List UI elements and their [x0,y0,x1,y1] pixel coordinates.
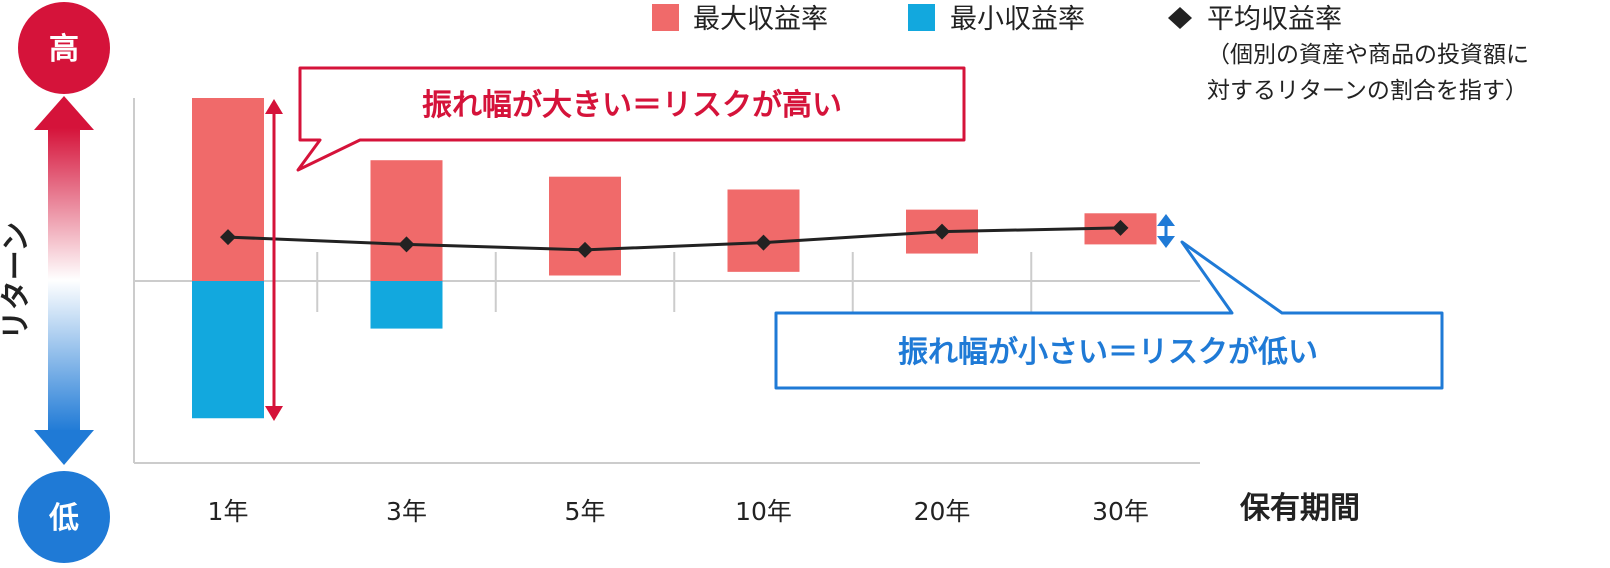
legend-swatch-min [908,4,935,31]
average-line-group [220,219,1129,258]
legend-note-line-2: 対するリターンの割合を指す） [1207,78,1528,104]
average-return-point [577,241,593,258]
average-return-point [755,234,772,251]
x-tick-label: 1年 [208,497,249,526]
return-indicator: 高 低 リターン [0,2,110,563]
legend-label-max: 最大収益率 [693,4,828,35]
max-return-bar [192,98,264,281]
high-range-top-head [265,99,283,114]
up-arrow-head [34,96,94,130]
high-risk-text: 振れ幅が大きい＝リスクが高い [422,88,842,123]
average-return-point [398,236,415,253]
high-range-bottom-head [265,406,283,421]
low-range-bottom-head [1157,236,1175,248]
low-range-arrow [1157,214,1175,248]
y-axis-title: リターン [0,222,34,341]
low-risk-text: 振れ幅が小さい＝リスクが低い [898,335,1318,370]
low-circle [18,471,110,563]
average-return-point [220,229,236,246]
legend-note-line-1: （個別の資産や商品の投資額に [1207,42,1529,68]
low-risk-callout: 振れ幅が小さい＝リスクが低い [774,240,1444,390]
low-risk-callout-box [774,240,1444,390]
legend-label-min: 最小収益率 [950,4,1085,35]
low-range-top-head [1157,214,1175,226]
legend-label-avg: 平均収益率 [1207,4,1342,35]
high-circle [18,2,110,94]
average-return-point [1112,219,1129,236]
x-tick-label: 5年 [565,497,606,526]
bars [192,98,1157,419]
legend: 最大収益率 最小収益率 平均収益率 （個別の資産や商品の投資額に 対するリターン… [652,4,1529,104]
axes [133,98,1200,464]
average-return-line [227,226,1121,252]
x-tick-label: 10年 [735,497,792,526]
x-tick-label: 30年 [1092,497,1149,526]
high-risk-callout: 振れ幅が大きい＝リスクが高い [296,66,966,172]
min-return-bar [370,281,443,329]
x-axis-title: 保有期間 [1240,491,1360,526]
high-range-arrow [265,99,283,421]
x-tick-label: 20年 [914,497,971,526]
x-tick-label: 3年 [386,497,427,526]
return-gradient-bar [48,128,80,432]
high-label: 高 [49,32,79,67]
max-return-bar [549,176,621,276]
low-label: 低 [48,501,79,536]
legend-swatch-max [652,4,679,31]
max-return-bar [370,160,443,281]
high-risk-callout-box [296,66,966,172]
max-return-bar [727,189,800,272]
category-dividers [316,252,1033,312]
x-tick-labels: 1年 3年 5年 10年 20年 30年 [208,497,1149,526]
min-return-bar [192,281,264,419]
average-return-point [934,223,950,240]
down-arrow-head [34,430,94,465]
legend-marker-avg [1168,7,1192,29]
